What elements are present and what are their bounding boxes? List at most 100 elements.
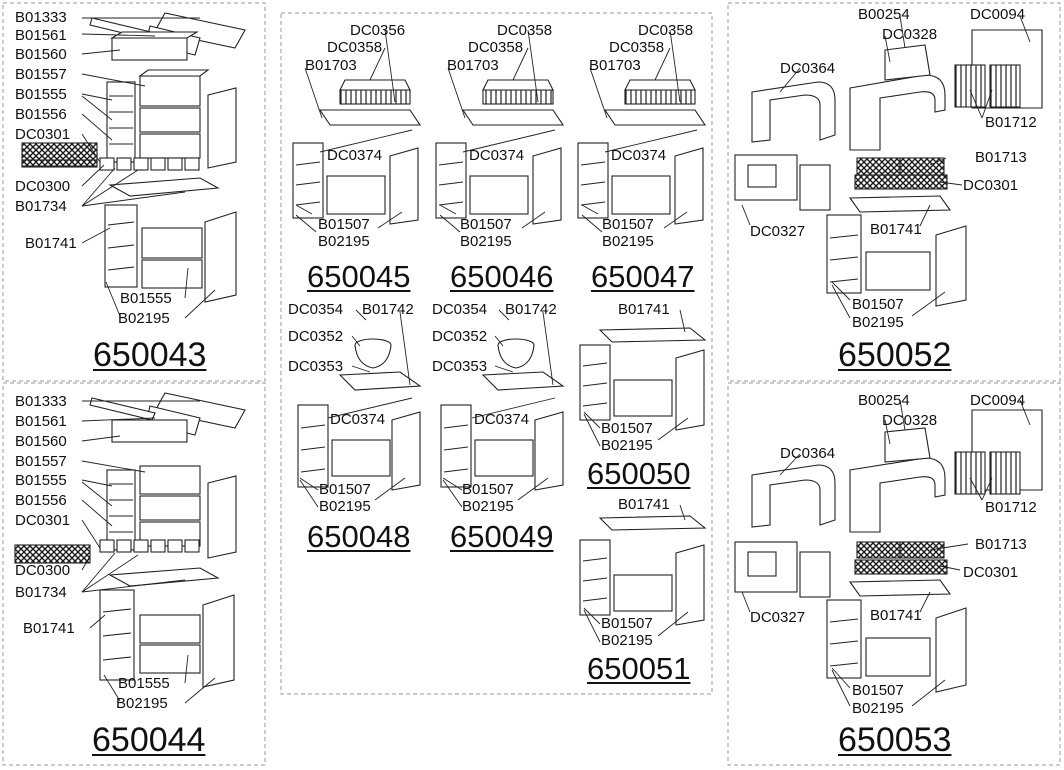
assembly-650043 bbox=[21, 12, 246, 303]
assembly-650046 bbox=[435, 79, 565, 225]
label-b01712: B01712 bbox=[985, 499, 1037, 516]
label-b01507: B01507 bbox=[601, 420, 653, 437]
label-b01741: B01741 bbox=[25, 235, 77, 252]
assembly-650050 bbox=[579, 327, 707, 431]
label-dc0327: DC0327 bbox=[750, 223, 806, 240]
label-b01507: B01507 bbox=[319, 481, 371, 498]
label-b01507: B01507 bbox=[462, 481, 514, 498]
label-b00254: B00254 bbox=[858, 6, 910, 23]
label-dc0094: DC0094 bbox=[970, 392, 1026, 409]
label-b01507: B01507 bbox=[601, 615, 653, 632]
label-dc0353: DC0353 bbox=[288, 358, 344, 375]
label-b01712: B01712 bbox=[985, 114, 1037, 131]
model-number: 650046 bbox=[450, 259, 554, 294]
label-b02195: B02195 bbox=[116, 695, 168, 712]
label-b02195: B02195 bbox=[601, 437, 653, 454]
label-b01507: B01507 bbox=[852, 682, 904, 699]
label-dc0358: DC0358 bbox=[468, 39, 524, 56]
label-dc0374: DC0374 bbox=[327, 147, 383, 164]
assembly-650045 bbox=[292, 79, 422, 225]
label-dc0356: DC0356 bbox=[350, 22, 406, 39]
label-b01703: B01703 bbox=[589, 57, 641, 74]
label-b01741: B01741 bbox=[23, 620, 75, 637]
model-number: 650043 bbox=[93, 336, 207, 374]
label-dc0374: DC0374 bbox=[611, 147, 667, 164]
model-number: 650050 bbox=[587, 456, 691, 491]
label-b01561: B01561 bbox=[15, 27, 67, 44]
label-b01713: B01713 bbox=[975, 536, 1027, 553]
label-b01333: B01333 bbox=[15, 393, 67, 410]
model-number: 650052 bbox=[838, 336, 952, 374]
label-dc0364: DC0364 bbox=[780, 445, 836, 462]
label-b01555: B01555 bbox=[120, 290, 172, 307]
label-b01741: B01741 bbox=[618, 496, 670, 513]
label-b01742: B01742 bbox=[505, 301, 557, 318]
label-b02195: B02195 bbox=[118, 310, 170, 327]
model-number: 650049 bbox=[450, 519, 554, 554]
model-number: 650051 bbox=[587, 651, 691, 686]
label-dc0354: DC0354 bbox=[432, 301, 488, 318]
label-dc0354: DC0354 bbox=[288, 301, 344, 318]
label-dc0374: DC0374 bbox=[330, 411, 386, 428]
label-dc0358: DC0358 bbox=[609, 39, 665, 56]
label-b01557: B01557 bbox=[15, 66, 67, 83]
assembly-650048 bbox=[297, 338, 422, 491]
label-dc0358: DC0358 bbox=[638, 22, 694, 39]
label-b01742: B01742 bbox=[362, 301, 414, 318]
label-b01507: B01507 bbox=[318, 216, 370, 233]
label-b02195: B02195 bbox=[852, 700, 904, 717]
label-dc0374: DC0374 bbox=[469, 147, 525, 164]
label-dc0328: DC0328 bbox=[882, 412, 938, 429]
label-dc0301: DC0301 bbox=[963, 177, 1019, 194]
label-b01741: B01741 bbox=[618, 301, 670, 318]
label-b02195: B02195 bbox=[460, 233, 512, 250]
label-dc0352: DC0352 bbox=[432, 328, 488, 345]
label-b02195: B02195 bbox=[601, 632, 653, 649]
label-dc0094: DC0094 bbox=[970, 6, 1026, 23]
label-dc0358: DC0358 bbox=[497, 22, 553, 39]
label-b01703: B01703 bbox=[447, 57, 499, 74]
label-dc0364: DC0364 bbox=[780, 60, 836, 77]
label-dc0301: DC0301 bbox=[963, 564, 1019, 581]
model-number: 650048 bbox=[307, 519, 411, 554]
label-b01703: B01703 bbox=[305, 57, 357, 74]
label-dc0300: DC0300 bbox=[15, 178, 71, 195]
label-dc0301: DC0301 bbox=[15, 512, 71, 529]
label-b00254: B00254 bbox=[858, 392, 910, 409]
label-dc0300: DC0300 bbox=[15, 562, 71, 579]
label-b01507: B01507 bbox=[852, 296, 904, 313]
assembly-650044 bbox=[14, 392, 246, 688]
label-dc0328: DC0328 bbox=[882, 26, 938, 43]
label-b01561: B01561 bbox=[15, 413, 67, 430]
label-b02195: B02195 bbox=[852, 314, 904, 331]
label-b02195: B02195 bbox=[462, 498, 514, 515]
label-b01556: B01556 bbox=[15, 492, 67, 509]
label-b01713: B01713 bbox=[975, 149, 1027, 166]
label-dc0353: DC0353 bbox=[432, 358, 488, 375]
label-b02195: B02195 bbox=[318, 233, 370, 250]
label-b01741: B01741 bbox=[870, 221, 922, 238]
label-b01734: B01734 bbox=[15, 198, 67, 215]
label-b01560: B01560 bbox=[15, 46, 67, 63]
label-b01333: B01333 bbox=[15, 9, 67, 26]
assembly-650053 bbox=[734, 409, 1043, 693]
label-b01560: B01560 bbox=[15, 433, 67, 450]
model-number: 650053 bbox=[838, 721, 952, 759]
label-dc0374: DC0374 bbox=[474, 411, 530, 428]
label-dc0358: DC0358 bbox=[327, 39, 383, 56]
assembly-650049 bbox=[440, 338, 565, 491]
label-dc0301: DC0301 bbox=[15, 126, 71, 143]
label-b01557: B01557 bbox=[15, 453, 67, 470]
model-number: 650047 bbox=[591, 259, 695, 294]
label-b02195: B02195 bbox=[319, 498, 371, 515]
assembly-650051 bbox=[579, 515, 707, 626]
label-b02195: B02195 bbox=[602, 233, 654, 250]
label-b01556: B01556 bbox=[15, 106, 67, 123]
label-b01734: B01734 bbox=[15, 584, 67, 601]
label-b01555: B01555 bbox=[118, 675, 170, 692]
label-b01555: B01555 bbox=[15, 472, 67, 489]
label-b01507: B01507 bbox=[602, 216, 654, 233]
label-b01555: B01555 bbox=[15, 86, 67, 103]
